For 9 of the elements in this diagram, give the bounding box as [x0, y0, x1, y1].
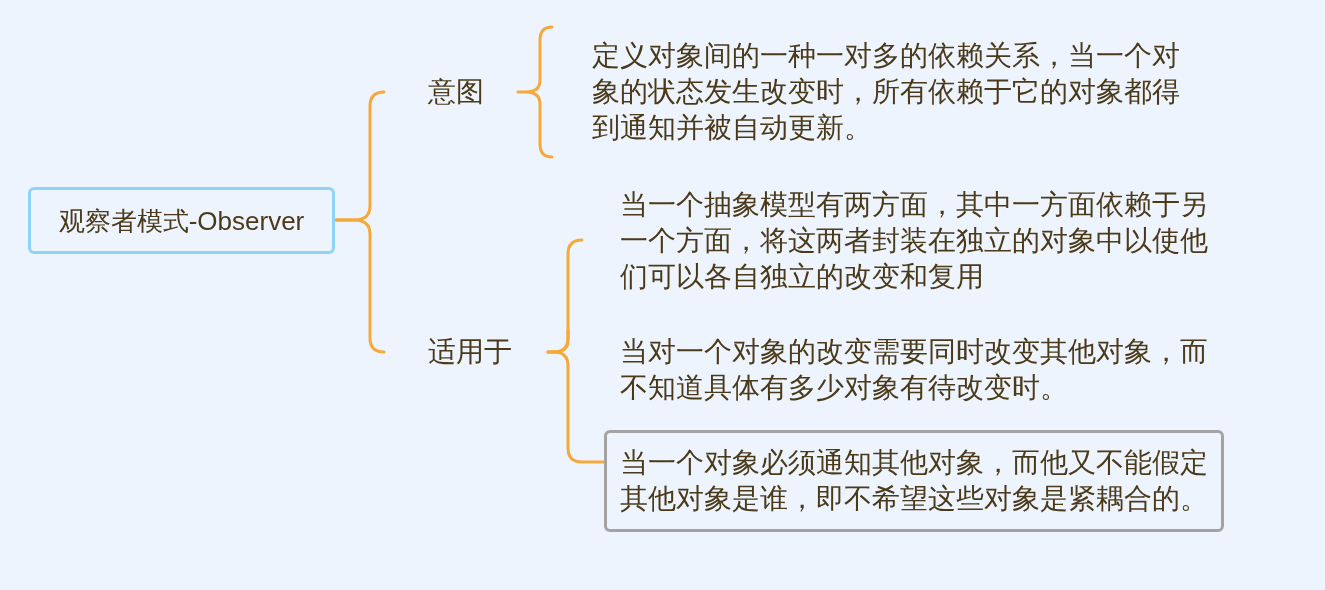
branch-text: 当一个抽象模型有两方面，其中一方面依赖于另一个方面，将这两者封装在独立的对象中以使他们可以各自独立的改变和复用 [620, 188, 1209, 294]
branch-text: 意图 [428, 75, 484, 109]
branch-text: 当对一个对象的改变需要同时改变其他对象，而不知道具体有多少对象有待改变时。 [620, 335, 1209, 405]
note-box: 当一个对象必须通知其他对象，而他又不能假定其他对象是谁，即不希望这些对象是紧耦合的。 [604, 430, 1224, 532]
branch-text: 定义对象间的一种一对多的依赖关系，当一个对象的状态发生改变时，所有依赖于它的对象都得到通知并被自动更新。 [592, 39, 1181, 145]
brace-connector [546, 328, 570, 354]
topic-box: 观察者模式-Observer [28, 187, 335, 254]
brace-connector [516, 25, 554, 159]
branch-text: 适用于 [428, 335, 512, 369]
